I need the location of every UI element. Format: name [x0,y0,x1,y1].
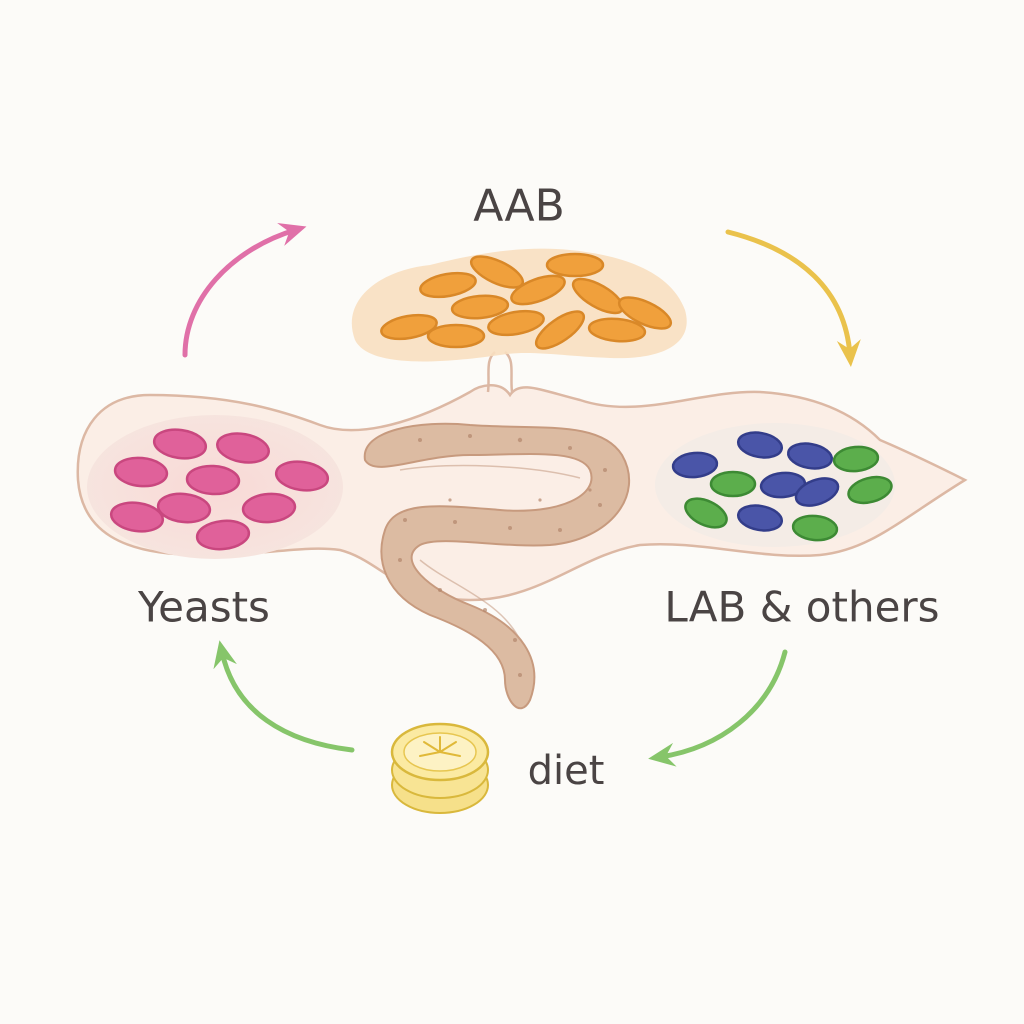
arrow-lab-to-diet-icon [648,649,788,767]
arrow-yeasts-to-aab-icon [182,222,307,358]
gut-intestine-icon [363,422,631,710]
lab-cell [786,442,834,470]
lab-cell [736,431,784,459]
lab-cell [847,475,893,505]
aab-label: AAB [473,180,565,232]
yeast-cell [274,460,330,492]
lab-others-label: LAB & others [664,582,940,632]
yeast-cell [195,519,251,551]
arrow-aab-to-lab-icon [725,229,861,367]
lab-cell [671,451,719,479]
diet-label: diet [527,748,605,794]
yeast-cell [152,428,208,460]
yeast-cells [109,428,330,551]
yeast-cell [113,456,169,488]
lab-cell [791,514,839,542]
aab-cell [426,323,486,349]
lab-cell [684,497,728,529]
yeast-cell [216,432,270,464]
lab-cell [794,477,840,507]
yeast-cell [156,492,212,524]
aab-cell [487,309,545,337]
lab-cell [709,470,757,498]
yeast-cell [109,501,165,533]
arrow-diet-to-yeasts-icon [213,640,355,753]
lab-cell [759,471,807,499]
aab-cell [587,317,647,343]
yeast-cell [241,492,297,524]
aab-cell [617,296,673,330]
aab-cell [534,310,586,350]
lab-cell [736,504,784,532]
aab-cell [545,252,605,278]
lemon-slices-icon [390,722,490,814]
aab-cell [419,271,477,299]
aab-cell [380,313,438,341]
aab-cell [450,294,510,320]
lab-cell [832,445,880,473]
yeast-cell [185,464,241,496]
yeasts-label: Yeasts [138,582,270,632]
lab-cells [671,431,893,542]
aab-cells [380,252,673,350]
aab-cell [510,274,566,306]
